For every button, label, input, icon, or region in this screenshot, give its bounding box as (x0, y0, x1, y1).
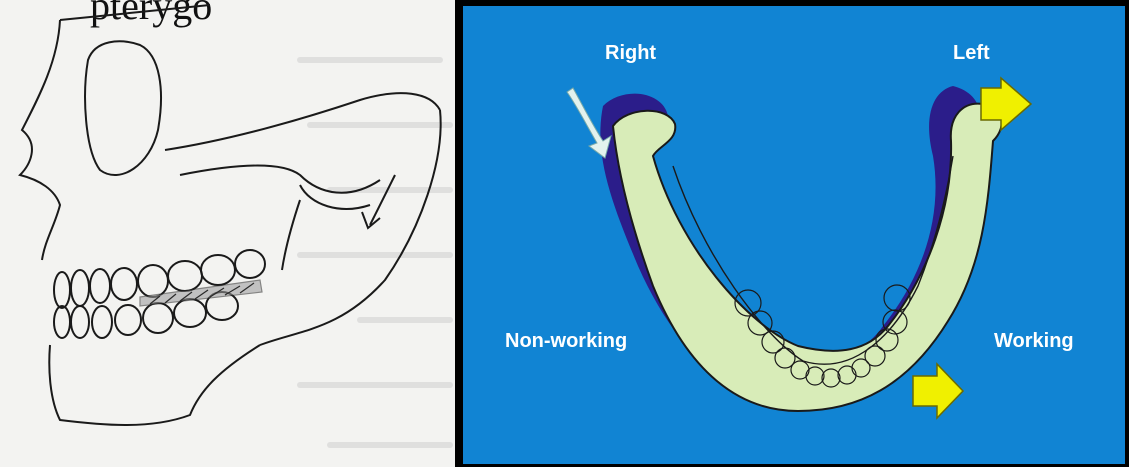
diagram-background: Right Left Non-working Working (463, 6, 1125, 464)
label-left-side: Left (953, 42, 990, 65)
skull-sketch-panel: pterygo (0, 0, 455, 467)
mandible-diagram-panel: Right Left Non-working Working (455, 0, 1129, 467)
skull-sketch (0, 0, 455, 467)
label-non-working-side: Non-working (505, 330, 627, 353)
label-working-side: Working (994, 330, 1074, 353)
mandible-diagram (463, 6, 1125, 464)
working-yellow-arrow (913, 364, 963, 418)
label-right-side: Right (605, 42, 656, 65)
